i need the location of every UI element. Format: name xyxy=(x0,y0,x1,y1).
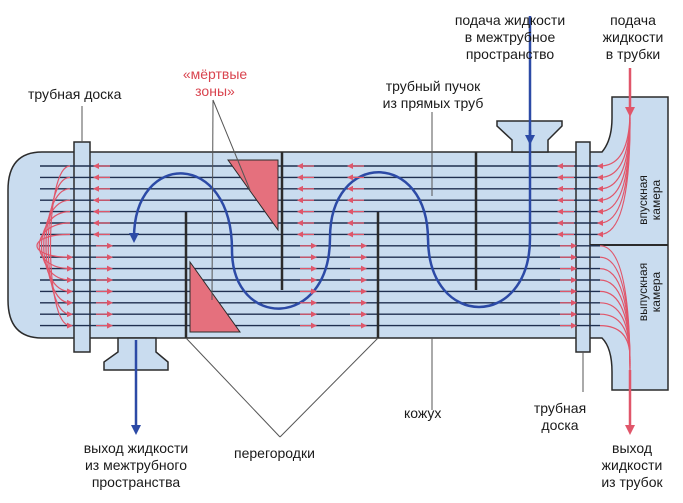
outlet-chamber-flow xyxy=(599,245,631,373)
left-head-flow-curve xyxy=(38,222,73,272)
shell-flow-path xyxy=(129,130,532,310)
label-tube-bundle: трубный пучок из прямых труб xyxy=(382,78,484,111)
label-shell-outlet: выход жидкости из межтрубного пространст… xyxy=(83,440,189,490)
label-tube-feed: подача жидкости в трубки xyxy=(602,12,664,62)
inlet-chamber-flow xyxy=(597,109,631,238)
label-tube-sheet-left: трубная доска xyxy=(28,86,122,102)
left-head-flow-curve xyxy=(41,211,73,283)
inlet-flow-curve xyxy=(597,121,631,238)
baffles-group xyxy=(184,152,478,338)
leader-baffle-a xyxy=(185,337,281,438)
dead-zone-bottom xyxy=(189,260,241,333)
left-head-flow-curve xyxy=(45,188,73,306)
left-head-flow-curve xyxy=(47,176,73,318)
outlet-flow-curve xyxy=(599,325,631,359)
tube-bundle xyxy=(40,165,600,327)
label-tube-outlet: выход жидкости из трубок xyxy=(601,440,663,490)
left-head-flow xyxy=(36,165,73,329)
leader-baffle-b xyxy=(279,337,379,438)
label-dead-zones: «мёртвые зоны» xyxy=(182,66,248,99)
tube-sheet-right xyxy=(575,141,591,353)
label-shell-feed: подача жидкости в межтрубное пространств… xyxy=(454,12,566,62)
leader-lines xyxy=(81,99,584,438)
label-tube-sheet-right: трубная доска xyxy=(533,400,587,433)
left-head-flow-curve xyxy=(49,165,73,329)
label-inlet-chamber: впускная камера xyxy=(636,175,663,225)
dead-zone-top xyxy=(227,159,279,232)
label-baffles: перегородки xyxy=(234,445,315,461)
left-head-flow-curve xyxy=(36,233,73,261)
shell xyxy=(87,151,579,339)
leader-dead-zone-a xyxy=(212,99,251,191)
label-outlet-chamber: выпускная камера xyxy=(636,262,663,322)
leader-dead-zone-b xyxy=(211,99,214,301)
right-chamber xyxy=(585,96,669,391)
label-shell: кожух xyxy=(404,405,442,421)
tube-sheet-left xyxy=(73,141,91,353)
left-head-flow-curve xyxy=(43,199,73,295)
tube-flow-arrows xyxy=(93,163,577,329)
